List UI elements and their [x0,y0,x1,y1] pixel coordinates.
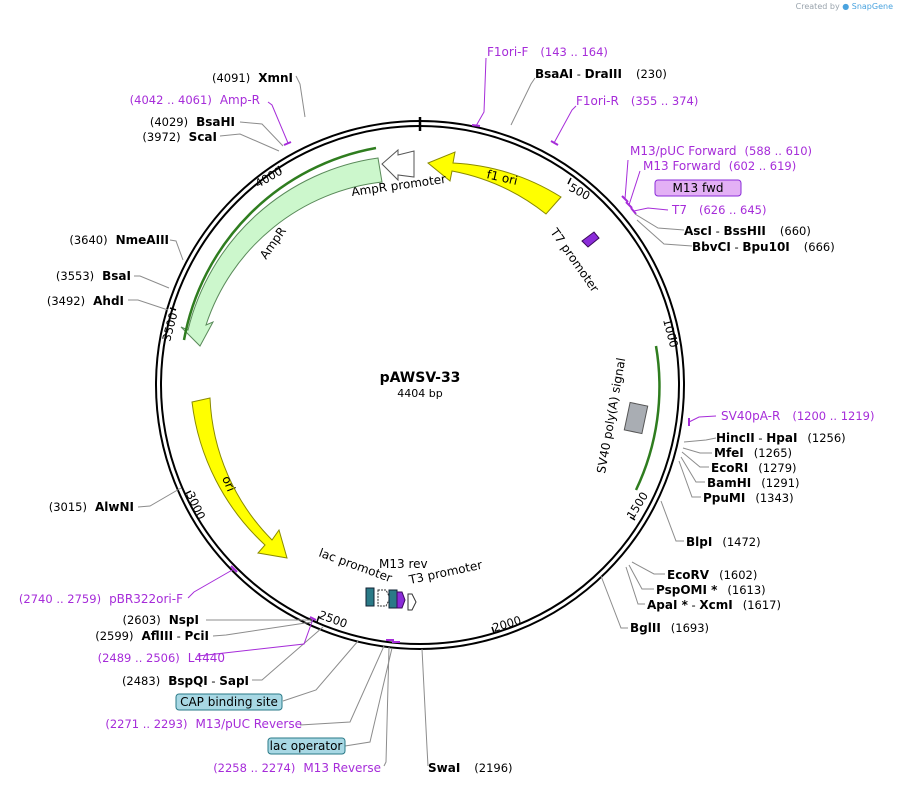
ori-label: ori [219,474,238,494]
primer-label-m13puc-forward[interactable]: M13/pUC Forward(588 .. 610) [630,144,812,158]
enzyme-label[interactable]: (3972)ScaI [142,130,217,144]
lac-operator-label-box[interactable] [267,737,346,755]
tick-1500: 1500 [624,489,651,521]
enzyme-label[interactable]: ApaI * - XcmI(1617) [647,598,781,612]
enzyme-label[interactable]: HincII - HpaI(1256) [716,431,846,445]
sv40-orf-line [634,345,661,491]
ampr-promoter-arrow[interactable] [381,148,415,182]
primer-label-sv40pa-r[interactable]: SV40pA-R(1200 .. 1219) [721,409,874,423]
tick-2000: 2000 [491,613,523,635]
enzyme-label[interactable]: EcoRV(1602) [667,568,757,582]
f1-ori-arrow[interactable] [427,151,562,215]
enzyme-label[interactable]: BsaAI - DraIII(230) [535,67,667,81]
cap-binding-site-label: CAP binding site [180,695,278,709]
primer-label-f1ori-r[interactable]: F1ori-R(355 .. 374) [576,94,698,108]
lac-operator-label: lac operator [270,739,343,753]
credit-prefix: Created by [795,2,840,11]
enzyme-label[interactable]: PpuMI(1343) [703,491,794,505]
cap-binding-site-box[interactable] [365,587,375,607]
credit-brand: SnapGene [851,2,893,11]
enzyme-label[interactable]: BbvCI - Bpu10I(666) [692,240,835,254]
ori-arrow[interactable] [191,397,288,559]
snapgene-credit: Created by ● SnapGene [796,2,893,11]
enzyme-label[interactable]: (4029)BsaHI [150,115,235,129]
enzyme-label[interactable]: SwaI(2196) [428,761,513,775]
enzyme-label[interactable]: (4091)XmnI [212,71,293,85]
tick-3000: 3000 [183,489,208,521]
primer-label-l4440[interactable]: (2489 .. 2506)L4440 [98,651,225,665]
tick-500: 500 [567,180,593,203]
primer-label-t7[interactable]: T7(626 .. 645) [671,203,766,217]
enzyme-label[interactable]: (2483)BspQI - SapI [122,674,249,688]
enzyme-label[interactable]: (3640)NmeAIII [69,233,169,247]
plasmid-size: 4404 bp [397,387,442,400]
enzyme-label[interactable]: AscI - BssHII(660) [684,224,811,238]
sv40-label: SV40 poly(A) signal [594,357,628,475]
enzyme-label[interactable]: BamHI(1291) [707,476,800,490]
tick-3500: 3500 [159,311,180,343]
lac-operator-box[interactable] [388,589,398,609]
cap-binding-site-label-box[interactable] [175,693,283,711]
enzyme-label[interactable]: BglII(1693) [630,621,709,635]
ampr-arrow[interactable] [180,157,383,347]
tick-2500: 2500 [317,608,349,631]
primer-label-pbr322ori-f[interactable]: (2740 .. 2759)pBR322ori-F [19,592,183,606]
sv40-polya-box[interactable] [623,401,649,435]
leader-lines [128,75,717,767]
tick-1000: 1000 [660,317,681,349]
primer-labels: F1ori-F(143 .. 164) F1ori-R(355 .. 374) … [19,45,875,775]
enzyme-label[interactable]: (3553)BsaI [56,269,131,283]
enzyme-label[interactable]: BlpI(1472) [686,535,761,549]
snapgene-logo-icon: ● [842,2,850,11]
enzyme-label[interactable]: (2603)NspI [123,613,200,627]
enzyme-label[interactable]: MfeI(1265) [714,446,792,460]
primer-leaders [187,57,717,657]
enzymes-left: (4091)XmnI (4029)BsaHI (3972)ScaI (3640)… [47,71,293,688]
primer-label-m13puc-reverse[interactable]: (2271 .. 2293)M13/pUC Reverse [105,717,302,731]
primer-label-f1ori-f[interactable]: F1ori-F(143 .. 164) [487,45,608,59]
primer-label-m13-reverse[interactable]: (2258 .. 2274)M13 Reverse [213,761,381,775]
enzyme-label[interactable]: (3015)AlwNI [49,500,134,514]
m13-fwd-box-label: M13 fwd [673,181,724,195]
t7-promoter-arrow[interactable] [581,231,600,248]
enzyme-label[interactable]: EcoRI(1279) [711,461,797,475]
m13-rev-label: M13 rev [379,557,428,571]
f1-ori-label: f1 ori [485,167,519,188]
lac-promoter-arrow[interactable] [377,589,391,607]
enzyme-label[interactable]: (2599)AflIII - PciI [95,629,209,643]
primer-label-amp-r[interactable]: (4042 .. 4061)Amp-R [130,93,260,107]
tick-marks [169,165,678,634]
enzymes-right: BsaAI - DraIII(230) AscI - BssHII(660) B… [428,67,846,775]
enzyme-label[interactable]: (3492)AhdI [47,294,124,308]
enzyme-label[interactable]: PspOMI *(1613) [656,583,766,597]
t3-promoter-arrow[interactable] [407,593,417,611]
m13-rev-arrow[interactable] [396,591,406,609]
m13-fwd-box[interactable] [654,179,742,197]
primer-label-m13-forward[interactable]: M13 Forward(602 .. 619) [643,159,796,173]
ampr-orf-line [182,146,377,341]
plasmid-name: pAWSV-33 [380,370,461,386]
